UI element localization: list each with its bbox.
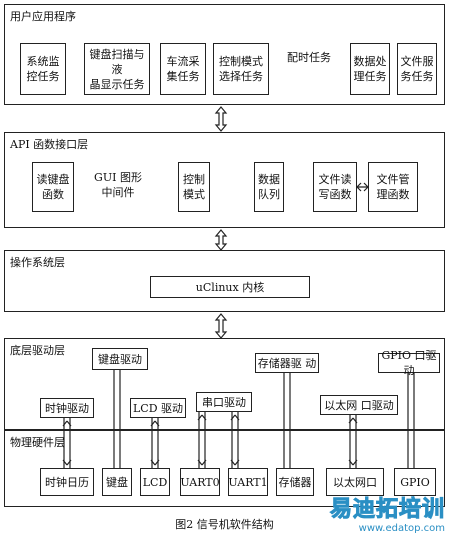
task-file-service: 文件服 务任务 [397, 43, 437, 95]
figure-caption: 图2 信号机软件结构 [175, 518, 274, 531]
driver-keyboard: 键盘驱动 [92, 348, 148, 370]
driver-lcd: LCD 驱动 [130, 398, 186, 418]
api-layer-title: API 函数接口层 [10, 138, 89, 151]
watermark: 易迪拓培训 www.edatop.com [329, 491, 445, 535]
os-kernel: uClinux 内核 [150, 276, 310, 298]
driver-layer-title: 底层驱动层 [10, 344, 65, 357]
hw-clock-calendar: 时钟日历 [40, 468, 94, 496]
api-control-mode: 控制 模式 [178, 162, 210, 212]
hw-gpio: GPIO [394, 468, 436, 496]
hardware-layer-title: 物理硬件层 [10, 436, 65, 449]
hw-keyboard: 键盘 [102, 468, 132, 496]
api-gui-middleware: GUI 图形 中间件 [94, 171, 142, 199]
os-layer-title: 操作系统层 [10, 256, 65, 269]
arrow-user-api [214, 106, 228, 132]
task-keyboard-lcd: 键盘扫描与液 晶显示任务 [84, 43, 150, 95]
task-data-process: 数据处 理任务 [350, 43, 390, 95]
watermark-text: 易迪拓培训 [329, 497, 445, 523]
task-traffic-collect: 车流采 集任务 [160, 43, 206, 95]
arrow-os-driver [214, 313, 228, 339]
api-file-rw: 文件读 写函数 [313, 162, 357, 212]
user-application-layer-title: 用户应用程序 [10, 10, 76, 23]
arrow-api-os [214, 229, 228, 251]
api-file-manage: 文件管 理函数 [368, 162, 418, 212]
driver-serial: 串口驱动 [196, 392, 252, 412]
driver-storage: 存储器驱 动 [255, 353, 319, 373]
task-timing: 配时任务 [287, 51, 331, 64]
hw-uart1: UART1 [228, 468, 268, 496]
hw-storage: 存储器 [276, 468, 314, 496]
driver-gpio: GPIO 口驱动 [378, 349, 440, 377]
api-data-queue: 数据 队列 [254, 162, 284, 212]
driver-ethernet: 以太网 口驱动 [320, 395, 398, 415]
hw-ethernet: 以太网口 [326, 468, 384, 496]
task-control-mode: 控制模式 选择任务 [213, 43, 269, 95]
api-read-keyboard: 读键盘 函数 [32, 162, 74, 212]
task-system-monitor: 系统监 控任务 [20, 43, 66, 95]
hw-uart0: UART0 [180, 468, 220, 496]
hw-lcd: LCD [140, 468, 170, 496]
watermark-url: www.edatop.com [358, 523, 445, 534]
driver-clock: 时钟驱动 [40, 398, 94, 418]
